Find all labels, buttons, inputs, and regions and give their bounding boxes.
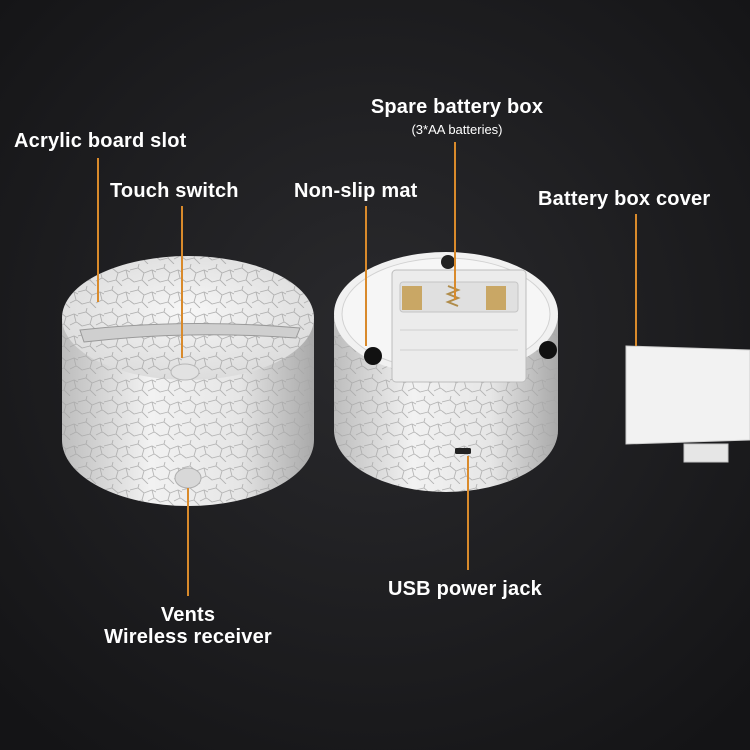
right-lamp-base [334,252,558,492]
label-vents: Vents [160,604,216,626]
label-touch-switch: Touch switch [110,180,239,202]
label-wireless-receiver: Wireless receiver [104,626,272,648]
non-slip-foot [441,255,455,269]
wireless-receiver-window [174,467,202,489]
touch-switch [170,363,200,381]
leader-lines [97,142,637,596]
label-usb-power-jack: USB power jack [388,578,542,600]
acrylic-slot [79,322,301,343]
label-spare-battery-box-note: (3*AA batteries) [411,122,503,137]
non-slip-foot [364,347,382,365]
non-slip-foot [539,341,557,359]
label-spare-battery-box: Spare battery box [370,96,544,118]
battery-cover [625,345,750,463]
left-lamp-base [62,256,314,506]
usb-jack [455,448,471,454]
label-battery-box-cover: Battery box cover [538,188,711,210]
label-acrylic-board-slot: Acrylic board slot [14,130,187,152]
label-non-slip-mat: Non-slip mat [294,180,418,202]
